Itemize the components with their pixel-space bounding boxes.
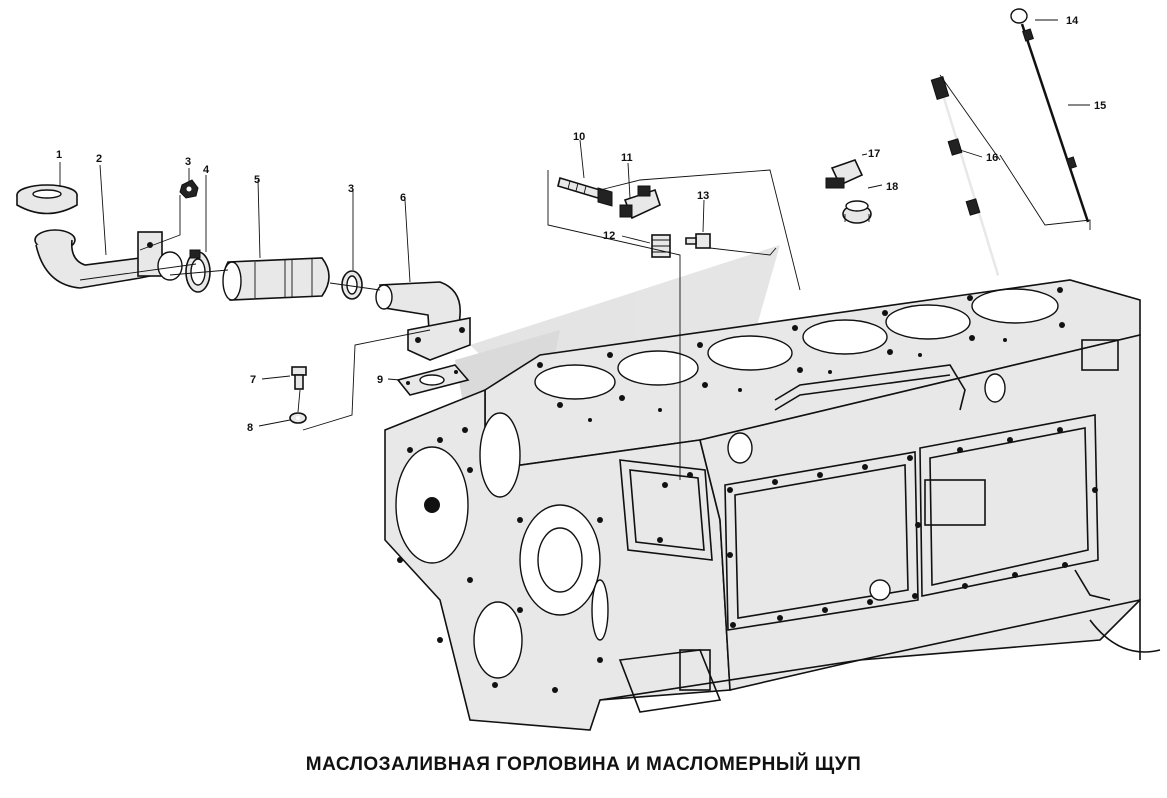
callout-8: 8 [247, 422, 253, 434]
callout-11: 11 [621, 152, 633, 164]
callout-1: 1 [56, 149, 62, 161]
callout-labels: 1 2 3 4 5 3 6 7 8 9 10 11 12 13 14 15 16… [56, 15, 1106, 434]
part-3-nut [179, 179, 199, 199]
part-4-clamp [185, 249, 211, 293]
part-16-dipstick-tube [930, 76, 1000, 276]
callout-5: 5 [254, 174, 260, 186]
part-10-breather [557, 176, 613, 207]
part-18-nut [842, 200, 872, 224]
side-cover-panels [619, 414, 1099, 631]
callout-10: 10 [573, 131, 585, 143]
part-6-elbow [375, 281, 471, 361]
part-15-dipstick [1010, 8, 1090, 223]
part-1-filler-cap [16, 184, 78, 215]
callout-17: 17 [868, 148, 880, 160]
part-12-plug [651, 234, 671, 258]
callout-2: 2 [96, 153, 102, 165]
deck-bolt-holes [537, 287, 1065, 422]
part-13-bolt [685, 233, 711, 249]
part-9-gasket [396, 364, 470, 396]
callout-13: 13 [697, 190, 709, 202]
callout-3-nut: 3 [185, 156, 191, 168]
part-11-fitting [619, 185, 661, 220]
callout-7: 7 [250, 374, 256, 386]
callout-4: 4 [203, 164, 210, 176]
diagram-caption: МАСЛОЗАЛИВНАЯ ГОРЛОВИНА И МАСЛОМЕРНЫЙ ЩУ… [305, 754, 862, 775]
callout-15: 15 [1094, 100, 1106, 112]
callout-14: 14 [1066, 15, 1079, 27]
cover-bolts [727, 427, 1098, 628]
part-7-bolt [291, 366, 307, 390]
callout-9: 9 [377, 374, 383, 386]
part-17-cap [825, 159, 864, 189]
callout-3-clamp: 3 [348, 183, 354, 195]
callout-16: 16 [986, 152, 998, 164]
part-8-washer [289, 412, 307, 424]
part-2-filler-tube [34, 229, 183, 289]
leader-lines [59, 19, 1091, 480]
callout-18: 18 [886, 181, 898, 193]
callout-12: 12 [603, 230, 615, 242]
part-3-clamp [341, 270, 363, 300]
part-5-hose [222, 257, 330, 301]
engine-block [384, 279, 1161, 731]
front-face-details [395, 412, 693, 693]
callout-6: 6 [400, 192, 406, 204]
